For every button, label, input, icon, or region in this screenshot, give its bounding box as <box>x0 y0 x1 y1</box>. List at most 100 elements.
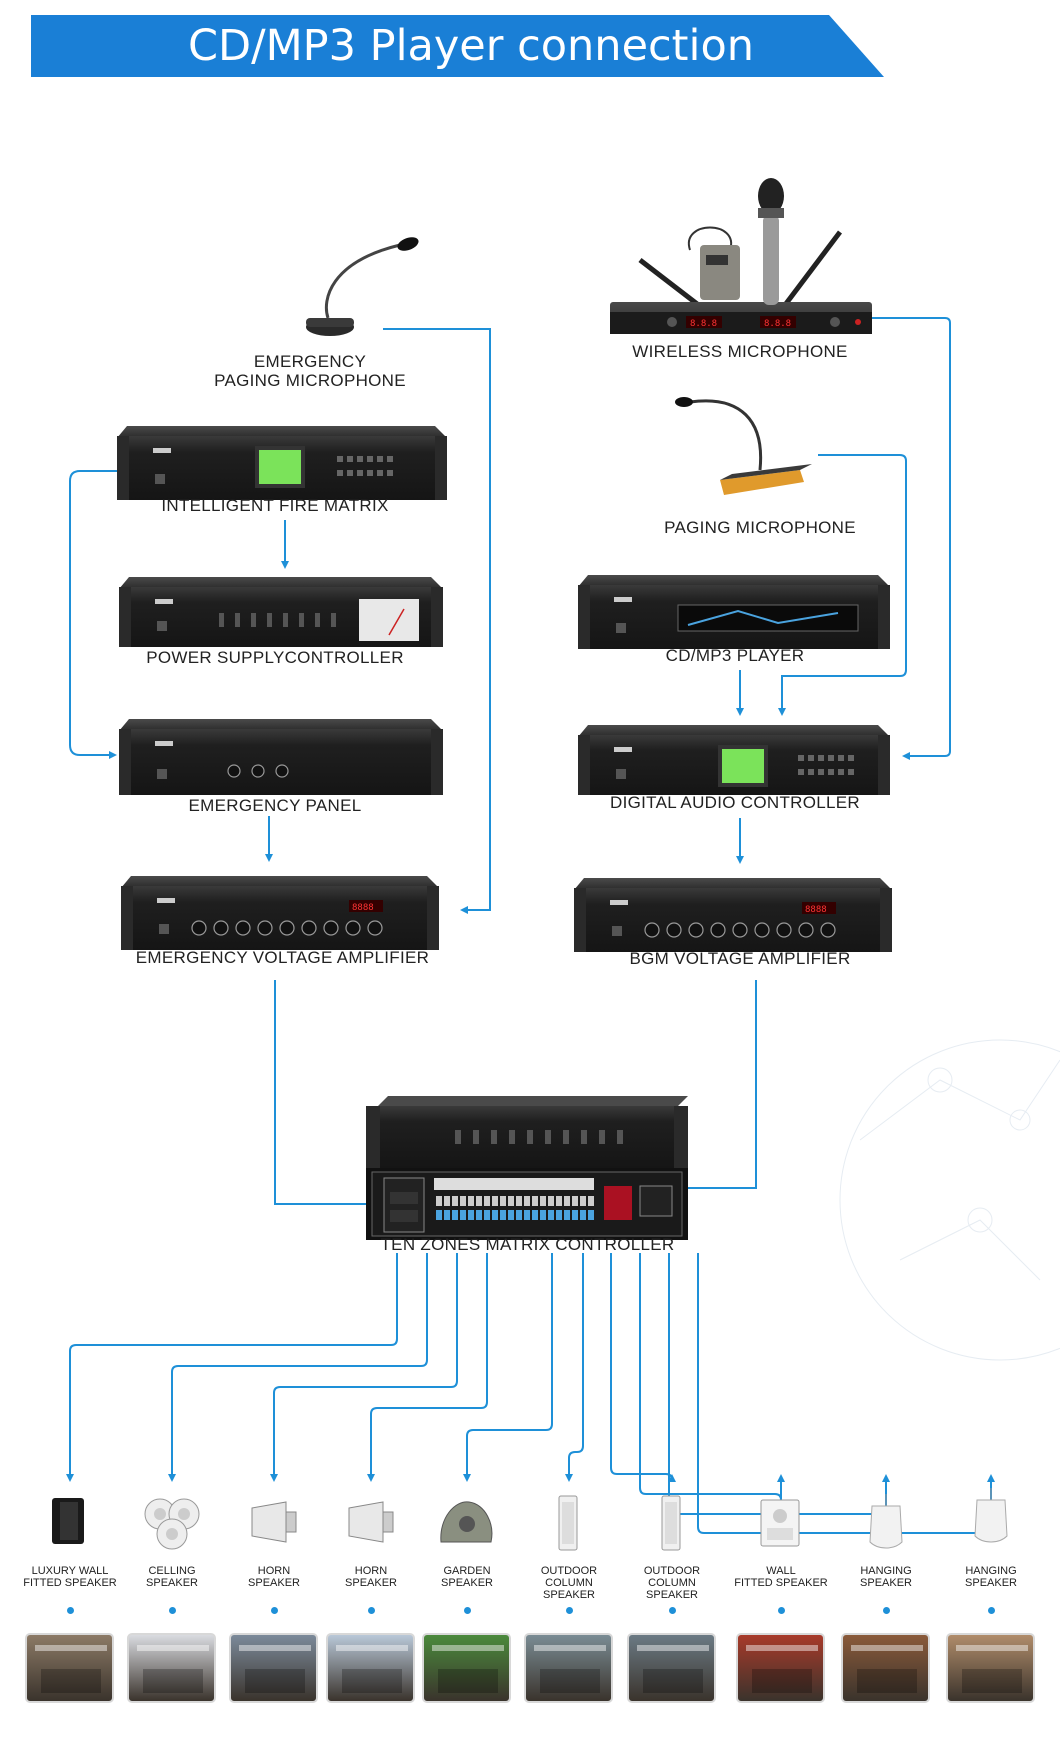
matrix-zone-switch <box>599 1130 605 1144</box>
speaker-label-line1: CELLING <box>148 1565 196 1577</box>
ten-zones-matrix-controller-image <box>366 1096 688 1240</box>
horn-speaker-icon <box>242 1494 306 1552</box>
outdoor-horn-photo <box>326 1633 415 1703</box>
wireless-microphone-image: 8.8.8 8.8.8 <box>610 178 872 334</box>
speaker-label-line1: OUTDOOR <box>643 1565 701 1577</box>
label-emergency-paging-microphone: EMERGENCY PAGING MICROPHONE <box>214 352 406 390</box>
speaker-label-line2: FITTED SPEAKER <box>734 1577 828 1589</box>
speaker-lines <box>66 1253 995 1540</box>
label-intelligent-fire-matrix: INTELLIGENT FIRE MATRIX <box>161 496 389 515</box>
speaker-line-2 <box>168 1253 428 1482</box>
svg-text:8.8.8: 8.8.8 <box>764 319 791 329</box>
background-network-decoration <box>839 1039 1060 1361</box>
right-chain-lines <box>688 317 951 1189</box>
wall-box-speaker-icon <box>38 1494 102 1552</box>
emergency-panel-image <box>119 719 443 795</box>
power-supply-controller-image <box>119 577 443 647</box>
connector-dot <box>778 1607 785 1614</box>
ceiling-light-photo <box>127 1633 216 1703</box>
connector-dot <box>464 1607 471 1614</box>
speaker-line-9 <box>668 1253 890 1521</box>
bgm-voltage-amplifier-image: 8888 <box>574 878 892 952</box>
speaker-label-line2: SPEAKER <box>345 1577 397 1589</box>
line-bgm-to-matrix <box>688 980 757 1189</box>
svg-text:8.8.8: 8.8.8 <box>690 319 717 329</box>
line-paging-to-controller <box>778 454 907 716</box>
line-emergency-amp-to-matrix <box>274 980 368 1205</box>
speaker-line-1 <box>66 1253 398 1482</box>
speaker-label-line1: HORN <box>354 1565 388 1577</box>
page-title: CD/MP3 Player connection diagram <box>187 21 755 125</box>
speaker-label-line2: SPEAKER <box>248 1577 300 1589</box>
speaker-label-line1: HANGING <box>860 1565 912 1577</box>
matrix-zone-switch <box>473 1130 479 1144</box>
speaker-label-line2: SPEAKER <box>441 1577 493 1589</box>
speaker-label-line1: LUXURY WALL <box>31 1565 109 1577</box>
connector-dot <box>271 1607 278 1614</box>
line-wireless-to-controller <box>872 317 951 760</box>
matrix-zone-switch <box>563 1130 569 1144</box>
line-mic-to-emergency-amp <box>383 328 491 914</box>
ceiling-speaker-icon <box>140 1494 204 1552</box>
shop-photo <box>736 1633 825 1703</box>
label-emergency-voltage-amplifier: EMERGENCY VOLTAGE AMPLIFIER <box>135 948 430 967</box>
label-paging-microphone: PAGING MICROPHONE <box>664 518 856 537</box>
speaker-line-4 <box>367 1253 488 1482</box>
speaker-line-6 <box>565 1253 584 1482</box>
pendant-speaker-icon <box>854 1494 918 1552</box>
hotel-room-photo <box>946 1633 1035 1703</box>
column-speaker-icon <box>640 1494 704 1552</box>
label-ten-zones-matrix-controller: TEN ZONES MATRIX CONTROLLER <box>380 1235 675 1254</box>
speaker-label-line2: SPEAKER <box>965 1577 1017 1589</box>
matrix-zone-switch <box>509 1130 515 1144</box>
connector-dot <box>883 1607 890 1614</box>
connector-dot <box>669 1607 676 1614</box>
connector-dot <box>368 1607 375 1614</box>
pendant-speaker-icon <box>959 1488 1023 1546</box>
connector-dot <box>67 1607 74 1614</box>
wall-speaker-icon <box>749 1494 813 1552</box>
speaker-label-line1: HANGING <box>965 1565 1017 1577</box>
speaker-label-line1: HORN <box>257 1565 291 1577</box>
corridor-photo <box>841 1633 930 1703</box>
outdoor-pole-photo <box>524 1633 613 1703</box>
speaker-line-5 <box>463 1253 553 1482</box>
digital-audio-controller-image <box>578 725 890 795</box>
label-emergency-panel: EMERGENCY PANEL <box>188 796 362 815</box>
matrix-zone-switch <box>455 1130 461 1144</box>
emergency-paging-microphone-image <box>306 237 419 336</box>
garden-rock-speaker-icon <box>435 1494 499 1552</box>
left-chain-lines <box>69 328 491 1205</box>
matrix-zone-switch <box>581 1130 587 1144</box>
matrix-zone-switch <box>527 1130 533 1144</box>
speaker-label-line2: COLUMN SPEAKER <box>646 1577 698 1601</box>
paging-microphone-image <box>675 397 812 495</box>
speaker-label-line2: SPEAKER <box>860 1577 912 1589</box>
speaker-label-line2: FITTED SPEAKER <box>23 1577 117 1589</box>
connector-dot <box>169 1607 176 1614</box>
label-bgm-voltage-amplifier: BGM VOLTAGE AMPLIFIER <box>629 949 851 968</box>
matrix-zone-switch <box>617 1130 623 1144</box>
cd-mp3-player-image <box>578 575 890 649</box>
street-pole-photo <box>627 1633 716 1703</box>
title-banner: CD/MP3 Player connection diagram <box>31 15 884 125</box>
label-power-supply-controller: POWER SUPPLYCONTROLLER <box>146 648 404 667</box>
label-wireless-microphone: WIRELESS MICROPHONE <box>632 342 848 361</box>
connector-dot <box>988 1607 995 1614</box>
speaker-label-line1: OUTDOOR <box>540 1565 598 1577</box>
speaker-label-line1: GARDEN <box>443 1565 491 1577</box>
horn-speaker-icon <box>339 1494 403 1552</box>
svg-text:8888: 8888 <box>805 905 827 915</box>
column-speaker-icon <box>537 1494 601 1552</box>
garden-photo <box>422 1633 511 1703</box>
conference-room-photo <box>25 1633 114 1703</box>
speaker-line-3 <box>270 1253 458 1482</box>
